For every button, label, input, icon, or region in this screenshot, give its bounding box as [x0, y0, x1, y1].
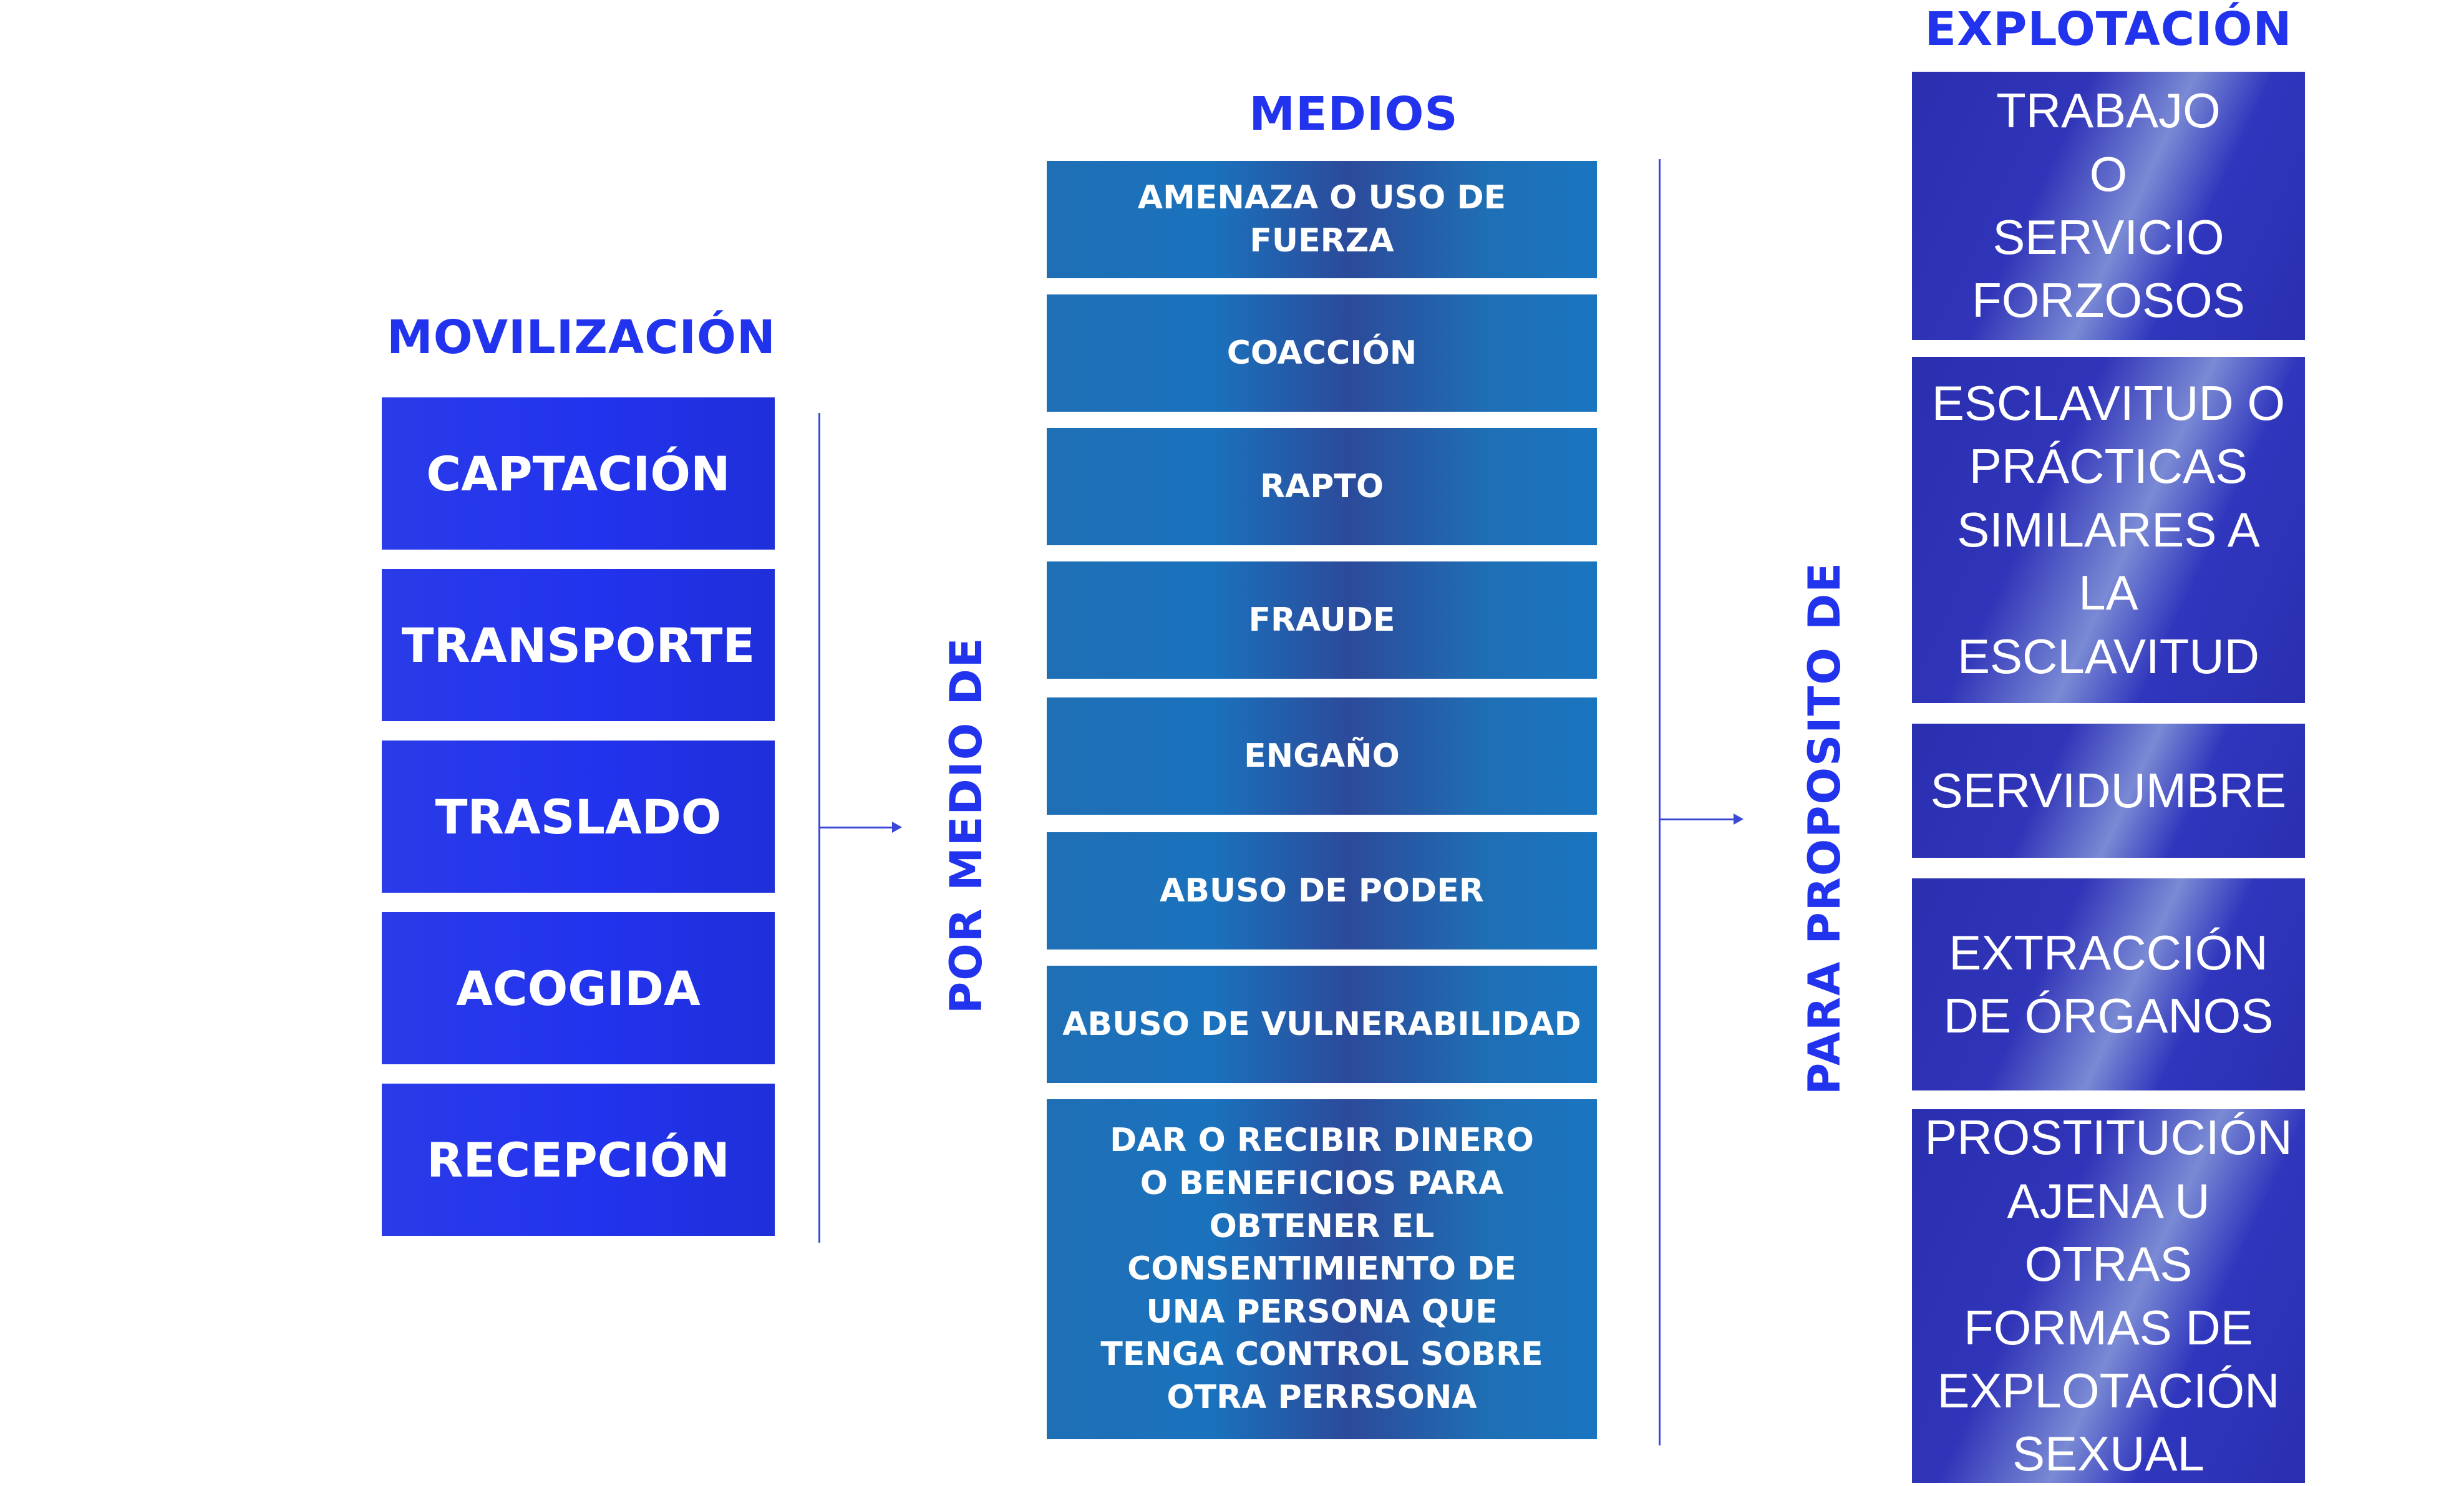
connector2-arrow-line — [1659, 818, 1736, 820]
connector2-arrow-icon — [1734, 813, 1744, 825]
explotacion-item-prostitucion: PROSTITUCIÓN AJENA U OTRAS FORMAS DE EXP… — [1912, 1109, 2305, 1483]
movilizacion-item-recepcion: RECEPCIÓN — [382, 1084, 775, 1236]
movilizacion-item-traslado: TRASLADO — [382, 741, 775, 893]
connector2-vertical-line — [1659, 159, 1661, 1445]
medios-item-fraude: FRAUDE — [1047, 561, 1597, 679]
explotacion-heading: EXPLOTACIÓN — [1924, 2, 2292, 56]
medios-item-engano: ENGAÑO — [1047, 697, 1597, 815]
connector1-arrow-line — [818, 827, 895, 828]
connector2-label: PARA PROPOSITO DE — [1799, 561, 1850, 1095]
medios-heading: MEDIOS — [1249, 87, 1458, 141]
movilizacion-item-captacion: CAPTACIÓN — [382, 397, 775, 550]
explotacion-item-servidumbre: SERVIDUMBRE — [1912, 724, 2305, 858]
connector1-arrow-icon — [892, 822, 902, 833]
movilizacion-heading: MOVILIZACIÓN — [387, 311, 776, 364]
medios-item-abuso-poder: ABUSO DE PODER — [1047, 832, 1597, 949]
medios-item-dar-recibir-dinero: DAR O RECIBIR DINERO O BENEFICIOS PARA O… — [1047, 1099, 1597, 1439]
explotacion-item-extraccion-organos: EXTRACCIÓN DE ÓRGANOS — [1912, 878, 2305, 1090]
connector1-label: POR MEDIO DE — [941, 636, 992, 1014]
medios-item-coaccion: COACCIÓN — [1047, 294, 1597, 412]
medios-item-rapto: RAPTO — [1047, 428, 1597, 545]
movilizacion-item-acogida: ACOGIDA — [382, 912, 775, 1064]
medios-item-amenaza: AMENAZA O USO DE FUERZA — [1047, 161, 1597, 278]
medios-item-abuso-vulnerabilidad: ABUSO DE VULNERABILIDAD — [1047, 966, 1597, 1083]
explotacion-item-trabajo-forzoso: TRABAJO O SERVICIO FORZOSOS — [1912, 72, 2305, 340]
explotacion-item-esclavitud: ESCLAVITUD O PRÁCTICAS SIMILARES A LA ES… — [1912, 357, 2305, 703]
movilizacion-item-transporte: TRANSPORTE — [382, 569, 775, 721]
